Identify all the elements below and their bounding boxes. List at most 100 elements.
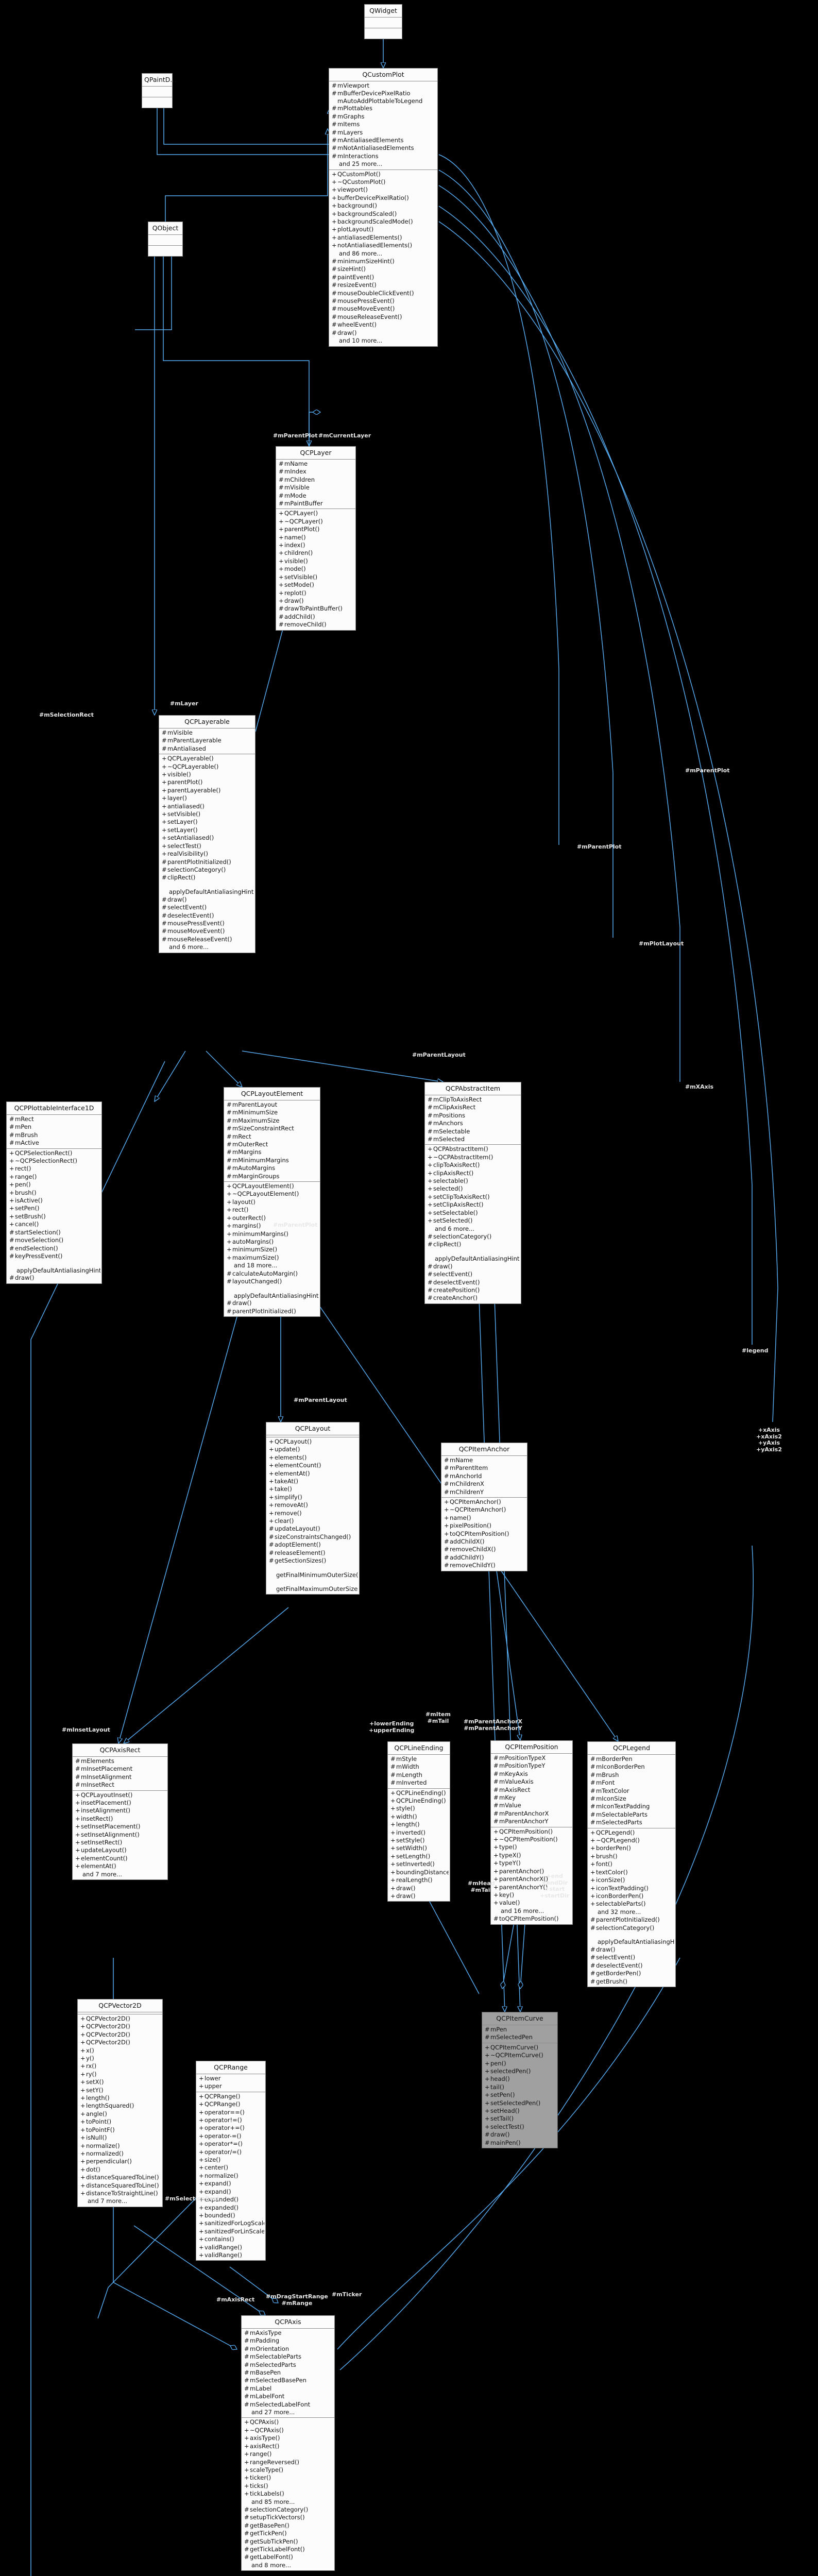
visibility-marker: # — [444, 1562, 449, 1569]
class-node-qwidget[interactable]: QWidget — [364, 4, 402, 39]
class-node-qcpitemposition[interactable]: QCPItemPosition#mPositionTypeX#mPosition… — [490, 1740, 573, 1925]
member-label: mouseMoveEvent() — [337, 305, 395, 313]
visibility-marker: + — [332, 242, 337, 249]
member-label: draw() — [433, 1262, 453, 1270]
class-node-qcplayer[interactable]: QCPLayer#mName#mIndex#mChildren#mVisible… — [276, 446, 356, 631]
member-label: mGraphs — [337, 112, 365, 120]
member-row: #mOuterRect — [225, 1141, 319, 1148]
member-label: startSelection() — [15, 1228, 61, 1236]
member-row: #releaseElement() — [267, 1549, 358, 1557]
member-label: head() — [490, 2075, 510, 2083]
member-label: mIconSize — [596, 1795, 626, 1803]
visibility-marker: + — [269, 1501, 274, 1509]
class-node-qcprange[interactable]: QCPRange+lower+upper+QCPRange()+QCPRange… — [196, 2061, 266, 2261]
class-node-qcpplotteinterface[interactable]: QCPPlottableInterface1D#mRect#mPen#mBrus… — [6, 1101, 102, 1284]
more-members-label: and 7 more... — [88, 2197, 128, 2205]
member-label: setLength() — [396, 1852, 431, 1860]
member-row: #selectionCategory() — [589, 1924, 674, 1932]
class-node-qcplayoutelement[interactable]: QCPLayoutElement#mParentLayout#mMinimumS… — [224, 1087, 320, 1317]
member-row: +viewport() — [330, 186, 436, 194]
member-row: +axisRect() — [243, 2443, 333, 2450]
edge-label-el-maxisrect: #mAxisRect — [216, 2296, 255, 2303]
member-row: +font() — [589, 1860, 674, 1868]
class-node-qcplayout[interactable]: QCPLayout+QCPLayout()+update()+elements(… — [266, 1422, 360, 1595]
visibility-marker: + — [244, 2426, 249, 2434]
member-label: parentPlotInitialized() — [596, 1916, 660, 1924]
class-node-qcpaxis[interactable]: QCPAxis#mAxisType#mPadding#mOrientation#… — [241, 2315, 335, 2571]
visibility-marker: # — [244, 2530, 249, 2537]
member-label: QCPRange() — [204, 2100, 241, 2108]
member-label: mChildrenX — [450, 1480, 484, 1488]
class-node-qpaintdevice[interactable]: QPaintD... — [142, 73, 176, 108]
member-row: #sizeConstraintsChanged() — [267, 1533, 358, 1541]
member-row: +tail() — [483, 2083, 556, 2091]
class-node-qcpabstractitem[interactable]: QCPAbstractItem#mClipToAxisRect#mClipAxi… — [424, 1082, 521, 1304]
visibility-marker: + — [9, 1221, 14, 1228]
visibility-marker: # — [332, 297, 337, 305]
visibility-marker: # — [590, 1961, 595, 1969]
member-row: +length() — [389, 1821, 449, 1828]
member-row: +~QCPSelectionRect() — [8, 1157, 100, 1165]
visibility-marker: + — [227, 1246, 232, 1253]
visibility-marker: + — [269, 1453, 274, 1461]
visibility-marker: + — [390, 1868, 396, 1876]
class-node-qcpvector2d[interactable]: QCPVector2D+QCPVector2D()+QCPVector2D()+… — [77, 1999, 163, 2207]
member-label: realVisibility() — [167, 850, 208, 858]
member-label: elementCount() — [81, 1854, 128, 1862]
member-label: clipRect() — [433, 1241, 462, 1248]
member-row: +angle() — [79, 2110, 161, 2118]
class-node-qobject[interactable]: QObject — [148, 222, 183, 257]
class-node-qcustomplot[interactable]: QCustomPlot#mViewport#mBufferDevicePixel… — [329, 68, 438, 347]
member-label: toPointF() — [86, 2126, 115, 2133]
member-label: setVisible() — [167, 810, 201, 818]
member-row: +update() — [267, 1446, 358, 1453]
member-label: draw() — [15, 1274, 35, 1282]
class-node-qcplinending[interactable]: QCPLineEnding#mStyle#mWidth#mLength#mInv… — [387, 1741, 450, 1902]
member-label: ~QCPLegend() — [596, 1837, 640, 1844]
class-node-attributes: #mPositionTypeX#mPositionTypeY#mKeyAxis#… — [491, 1754, 572, 1827]
class-node-qcpitemcurve[interactable]: QCPItemCurve#mPen#mSelectedPen+QCPItemCu… — [482, 2012, 558, 2149]
visibility-marker: # — [227, 1269, 232, 1277]
more-members-label: and 8 more... — [251, 2561, 292, 2569]
member-row: #mChildrenY — [442, 1488, 526, 1496]
visibility-marker: # — [279, 460, 284, 467]
visibility-marker: + — [390, 1828, 396, 1836]
visibility-marker: # — [279, 613, 284, 620]
member-row: +QCPLayout() — [267, 1438, 358, 1446]
visibility-marker: # — [227, 1164, 232, 1172]
member-label: iconBorderPen() — [596, 1892, 644, 1900]
member-row: #mSelectedParts — [243, 2361, 333, 2369]
member-row: #mPen — [8, 1123, 100, 1131]
visibility-marker: + — [390, 1789, 396, 1797]
member-label: backgroundScaledMode() — [337, 218, 413, 225]
visibility-marker: + — [9, 1173, 14, 1180]
member-row: #clipRect() — [426, 1241, 520, 1248]
class-node-qcplayerable[interactable]: QCPLayerable#mVisible#mParentLayerable#m… — [159, 715, 255, 953]
member-row: #mSelectableParts — [243, 2353, 333, 2361]
class-node-attributes: #mElements#mInsetPlacement#mInsetAlignme… — [73, 1757, 167, 1791]
member-row: #mParentAnchorY — [492, 1818, 571, 1825]
member-label: selectableParts() — [596, 1900, 646, 1908]
member-label: selectionCategory() — [167, 866, 226, 873]
class-node-qcplegend[interactable]: QCPLegend#mBorderPen#mIconBorderPen#mBru… — [587, 1741, 676, 1987]
edge-label-el-mhead: #mHead #mTail — [468, 1880, 495, 1893]
member-row: +elementCount() — [267, 1462, 358, 1469]
member-row: +operator-=() — [197, 2132, 264, 2140]
visibility-marker: # — [162, 895, 167, 903]
member-row: +rect() — [8, 1165, 100, 1173]
visibility-marker: + — [162, 755, 167, 762]
visibility-marker: + — [199, 2140, 204, 2148]
member-row: +rect() — [225, 1206, 319, 1214]
visibility-marker: # — [590, 1924, 595, 1931]
class-node-qcpitemanchor[interactable]: QCPItemAnchor#mName#mParentItem#mAnchorI… — [441, 1443, 527, 1571]
member-row: #getFinalMinimumOuterSize() — [267, 1565, 358, 1579]
class-node-methods: +QCPLayer()+~QCPLayer()+parentPlot()+nam… — [276, 509, 355, 630]
member-row: #applyDefaultAntialiasingHint() — [225, 1285, 319, 1299]
member-row: +iconBorderPen() — [589, 1892, 674, 1900]
member-row: #mBorderPen — [589, 1755, 674, 1763]
member-label: mAutoAddPlottableToLegend — [337, 97, 423, 105]
visibility-marker: # — [390, 1771, 396, 1778]
class-node-methods: +QCPLegend()+~QCPLegend()+borderPen()+br… — [588, 1828, 675, 1987]
member-row: #mValue — [492, 1802, 571, 1809]
class-node-qcpaxisrect[interactable]: QCPAxisRect#mElements#mInsetPlacement#mI… — [72, 1743, 168, 1880]
